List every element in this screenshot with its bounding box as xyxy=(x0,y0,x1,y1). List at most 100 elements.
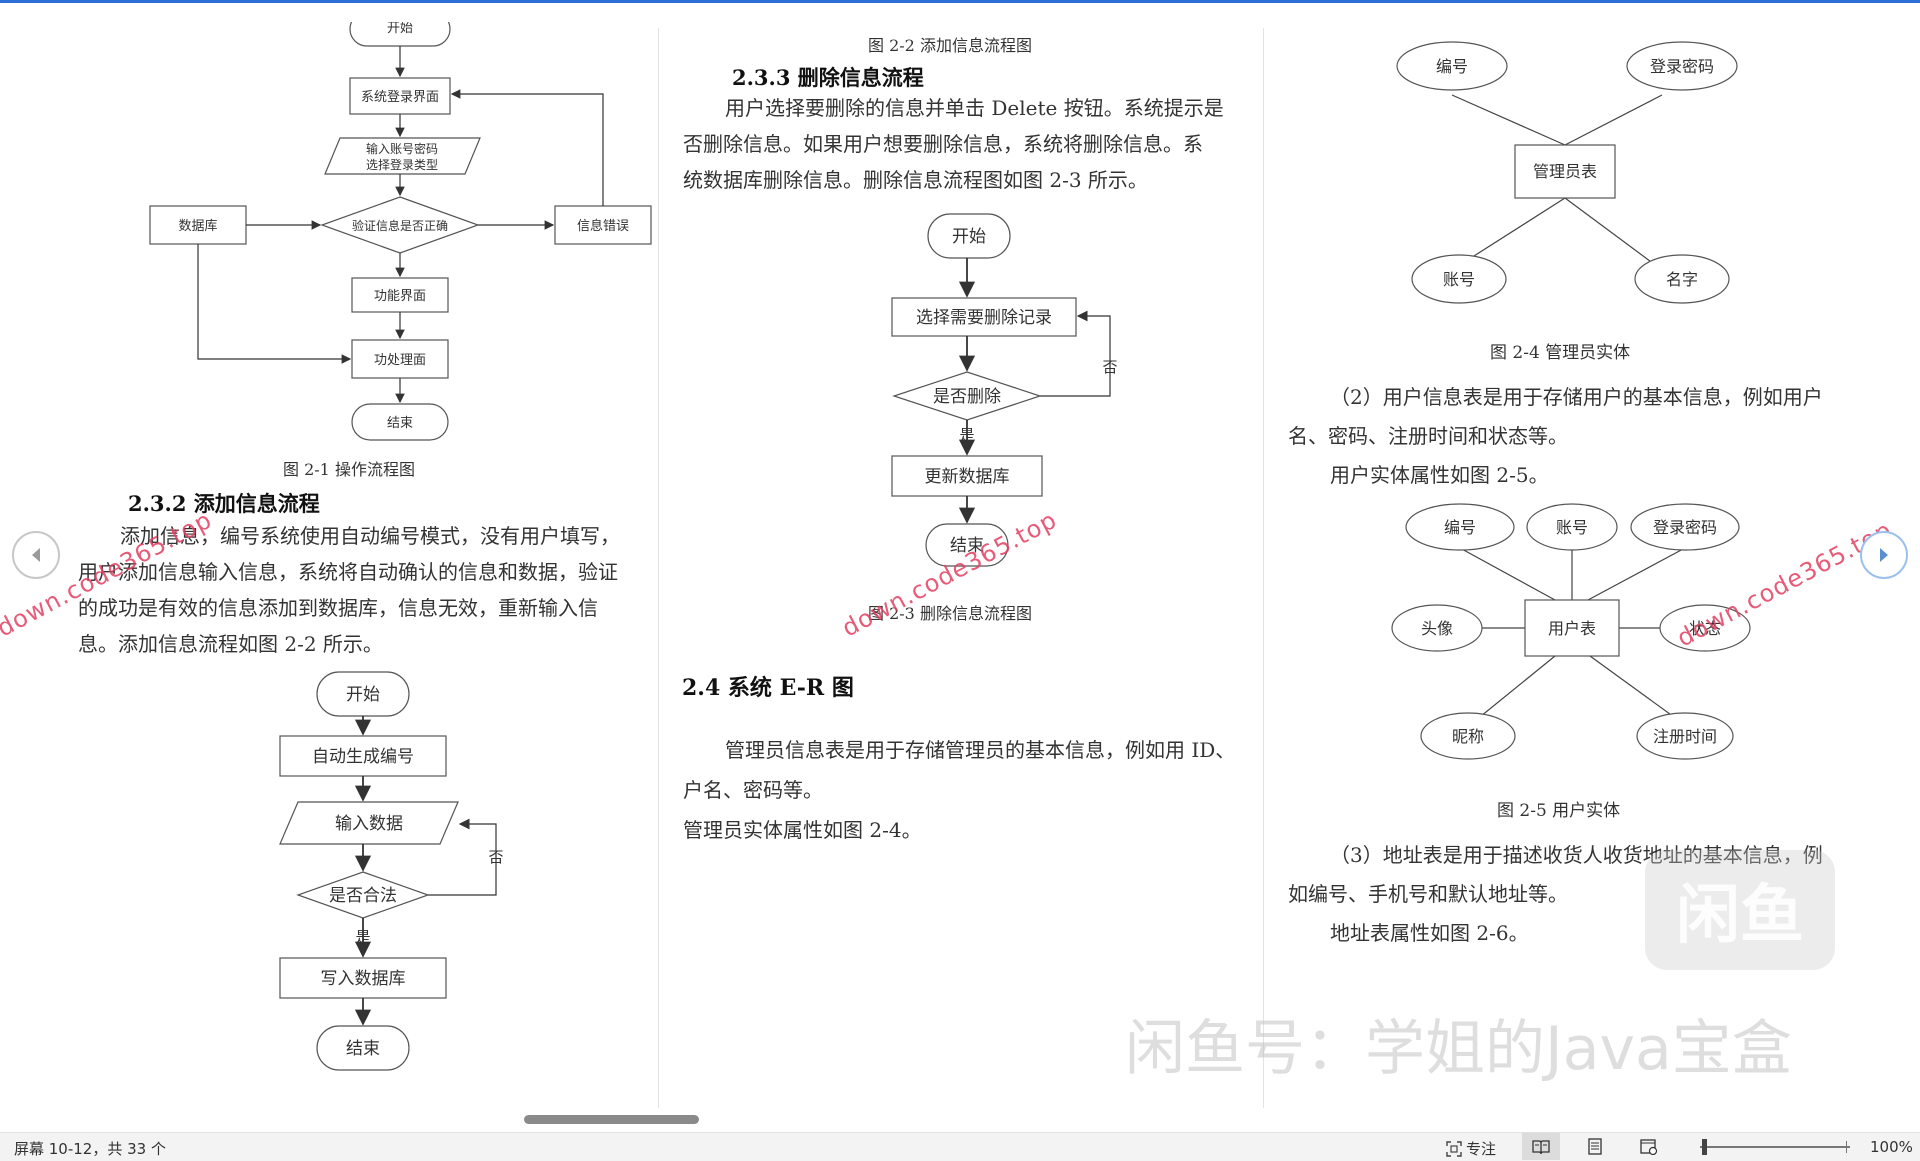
fig1-error-node xyxy=(554,205,652,245)
fig2-end-label: 结束 xyxy=(346,1039,380,1059)
focus-mode-label: 专注 xyxy=(1466,1140,1497,1158)
paragraph-line: 户名、密码等。 xyxy=(683,778,823,802)
fig1-end-label: 结束 xyxy=(387,416,413,431)
fig4-entity-label: 管理员表 xyxy=(1533,162,1597,181)
fig3-select-label: 选择需要删除记录 xyxy=(916,308,1052,328)
web-layout-icon xyxy=(1640,1138,1658,1155)
fig5-attr-node xyxy=(1526,503,1618,551)
section-2-3-3-heading: 2.3.3 删除信息流程 xyxy=(732,65,924,90)
read-mode-button[interactable] xyxy=(1522,1133,1560,1160)
fig2-input-label: 输入数据 xyxy=(335,814,403,834)
fig2-start-label: 开始 xyxy=(346,685,380,705)
paragraph-line: 的成功是有效的信息添加到数据库，信息无效，重新输入信 xyxy=(78,596,598,620)
fig5-attr-node xyxy=(1420,712,1516,760)
previous-page-button[interactable] xyxy=(12,531,60,579)
paragraph-line: 用户添加信息输入信息，系统将自动确认的信息和数据，验证 xyxy=(78,560,618,584)
fig2-input-node xyxy=(279,801,459,845)
figure-2-3-delete-flowchart: 开始 选择需要删除记录 是否删除 更新数据库 结束 否 是 xyxy=(891,213,1118,567)
fig3-select-node xyxy=(891,297,1077,337)
focus-mode-button[interactable]: 专注 xyxy=(1446,1138,1496,1159)
fig3-yes-label: 是 xyxy=(959,426,974,444)
fig5-entity-label: 用户表 xyxy=(1548,619,1596,638)
section-2-4-heading: 2.4 系统 E-R 图 xyxy=(682,675,854,701)
fig1-input-node xyxy=(324,137,481,175)
figure-2-5-user-er: 用户表 编号 账号 登录密码 头像 状态 昵称 注册时间 xyxy=(1391,503,1751,760)
fig4-attr-label: 登录密码 xyxy=(1650,57,1714,76)
page-icon xyxy=(1588,1138,1602,1155)
fig4-attr-label: 编号 xyxy=(1436,57,1468,76)
fig1-error-label: 信息错误 xyxy=(577,218,629,234)
fig5-attr-label: 状态 xyxy=(1689,619,1721,638)
fig1-input-label-1: 输入账号密码 xyxy=(366,141,438,156)
fig4-entity-node xyxy=(1514,144,1616,199)
fig3-delete-label: 是否删除 xyxy=(933,387,1001,407)
fig2-write-db-label: 写入数据库 xyxy=(321,969,406,989)
paragraph-line: 名、密码、注册时间和状态等。 xyxy=(1288,424,1568,448)
figure-2-5-caption: 图 2-5 用户实体 xyxy=(1497,801,1621,821)
fig1-verify-label: 验证信息是否正确 xyxy=(352,218,448,233)
fig1-login-node xyxy=(349,77,451,115)
fig5-attr-node xyxy=(1659,604,1751,652)
fig3-start-label: 开始 xyxy=(952,227,986,247)
fig1-end-node xyxy=(351,403,449,441)
chevron-left-icon xyxy=(32,548,40,562)
fig5-attr-label: 头像 xyxy=(1421,619,1453,638)
paragraph-line: 统数据库删除信息。删除信息流程图如图 2-3 所示。 xyxy=(683,168,1148,192)
section-2-4-paragraph: 管理员信息表是用于存储管理员的基本信息，例如用 ID、 户名、密码等。 管理员实… xyxy=(683,730,1235,850)
fig5-attr-label: 账号 xyxy=(1556,518,1588,537)
fig4-attr-node xyxy=(1634,254,1730,304)
fig2-valid-label: 是否合法 xyxy=(329,886,397,906)
zoom-slider[interactable] xyxy=(1700,1146,1850,1148)
print-layout-button[interactable] xyxy=(1576,1133,1614,1160)
fig1-start-label: 开始 xyxy=(387,22,413,36)
xianyu-logo-watermark: 闲鱼 xyxy=(1645,850,1835,970)
fig4-attr-node xyxy=(1411,254,1507,304)
xianyu-logo-text: 闲鱼 xyxy=(1676,879,1804,953)
right-paragraph-1: （2）用户信息表是用于存储用户的基本信息，例如用户 名、密码、注册时间和状态等。… xyxy=(1288,378,1823,495)
paragraph-line: 否删除信息。如果用户想要删除信息，系统将删除信息。系 xyxy=(683,132,1203,156)
column-divider-1 xyxy=(658,28,659,1108)
paragraph-line: （2）用户信息表是用于存储用户的基本信息，例如用户 xyxy=(1330,385,1823,409)
section-2-3-2-heading: 2.3.2 添加信息流程 xyxy=(128,491,320,516)
web-layout-button[interactable] xyxy=(1630,1133,1668,1160)
paragraph-line: 管理员实体属性如图 2-4。 xyxy=(683,818,922,842)
fig5-attr-label: 编号 xyxy=(1444,518,1476,537)
fig1-function-screen-node xyxy=(351,277,449,313)
paragraph-line: 地址表属性如图 2-6。 xyxy=(1330,921,1529,945)
horizontal-scrollbar[interactable] xyxy=(0,1108,1920,1130)
focus-icon xyxy=(1446,1140,1462,1157)
figure-2-2-caption: 图 2-2 添加信息流程图 xyxy=(868,36,1032,55)
chevron-right-icon xyxy=(1880,548,1888,562)
fig1-function-process-node xyxy=(351,339,449,379)
fig3-end-node xyxy=(925,523,1009,567)
figure-2-4-admin-er: 管理员表 编号 登录密码 账号 名字 xyxy=(1396,41,1738,304)
book-icon xyxy=(1532,1139,1550,1154)
paragraph-line: 管理员信息表是用于存储管理员的基本信息，例如用 ID、 xyxy=(725,738,1236,762)
fig1-login-label: 系统登录界面 xyxy=(361,90,439,105)
horizontal-scrollbar-thumb[interactable] xyxy=(524,1115,699,1124)
next-page-button[interactable] xyxy=(1860,531,1908,579)
fig2-yes-label: 是 xyxy=(355,928,370,946)
paragraph-line: （3）地址表是用于描述收货人收货地址的基本信息，例 xyxy=(1330,843,1823,867)
figure-2-4-caption: 图 2-4 管理员实体 xyxy=(1490,343,1631,363)
fig4-attr-label: 名字 xyxy=(1666,270,1698,289)
paragraph-line: 用户实体属性如图 2-5。 xyxy=(1330,463,1549,487)
fig3-no-label: 否 xyxy=(1102,358,1117,376)
fig2-write-db-node xyxy=(279,957,447,999)
paragraph-line: 息。添加信息流程如图 2-2 所示。 xyxy=(78,632,383,656)
fig4-attr-label: 账号 xyxy=(1443,270,1475,289)
fig3-update-node xyxy=(891,455,1043,497)
figure-2-2-add-flowchart: 开始 自动生成编号 输入数据 是否合法 写入数据库 结束 否 是 xyxy=(279,671,504,1071)
zoom-level[interactable]: 100% xyxy=(1870,1138,1913,1156)
fig5-attr-node xyxy=(1636,712,1734,760)
fig5-attr-label: 昵称 xyxy=(1452,727,1484,746)
column-divider-2 xyxy=(1263,28,1264,1108)
fig5-attr-node xyxy=(1391,604,1483,652)
figure-2-3-caption: 图 2-3 删除信息流程图 xyxy=(868,604,1032,623)
fig2-end-node xyxy=(316,1025,410,1071)
zoom-slider-thumb[interactable] xyxy=(1702,1139,1707,1155)
fig2-auto-number-label: 自动生成编号 xyxy=(312,747,414,767)
fig3-end-label: 结束 xyxy=(950,536,984,556)
fig5-attr-label: 登录密码 xyxy=(1653,518,1717,537)
fig3-start-node xyxy=(927,213,1011,259)
